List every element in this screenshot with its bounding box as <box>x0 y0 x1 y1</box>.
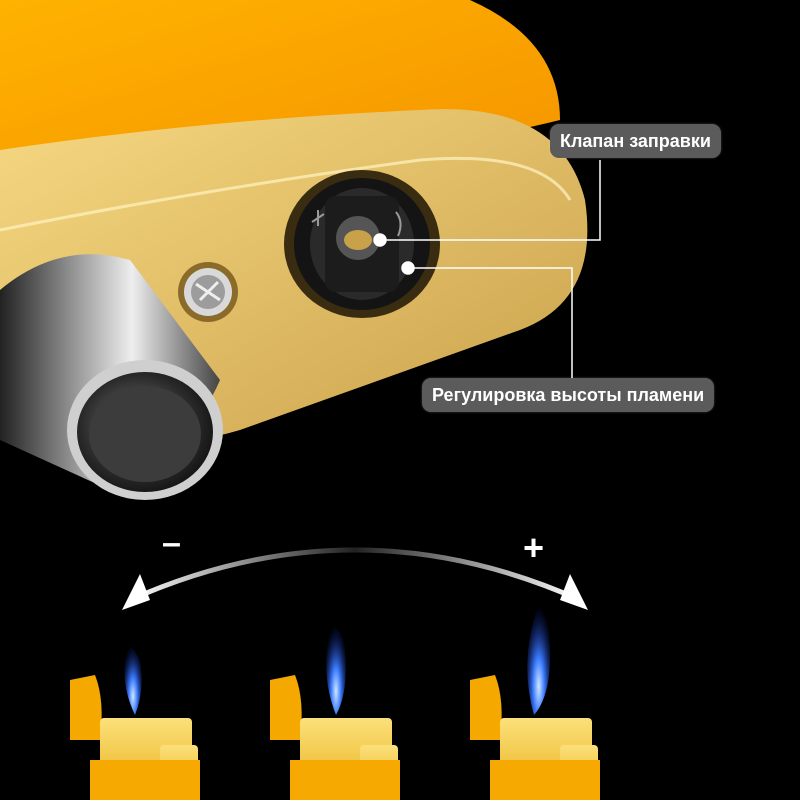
callout-lines <box>373 160 601 378</box>
minus-icon: – <box>162 524 181 562</box>
plus-icon: + <box>523 527 544 568</box>
lighter-high-flame <box>470 600 600 800</box>
lighter-base-rim <box>0 156 572 232</box>
adjust-arc <box>122 547 588 610</box>
nozzle <box>0 254 223 500</box>
callout-flame-adjust: Регулировка высоты пламени <box>422 378 715 412</box>
screw-icon <box>178 262 238 322</box>
valve-icon <box>284 170 440 318</box>
lighter-mid-flame <box>270 620 400 800</box>
callout-refill-valve: Клапан заправки <box>550 124 721 158</box>
lighter-low-flame <box>70 640 200 800</box>
